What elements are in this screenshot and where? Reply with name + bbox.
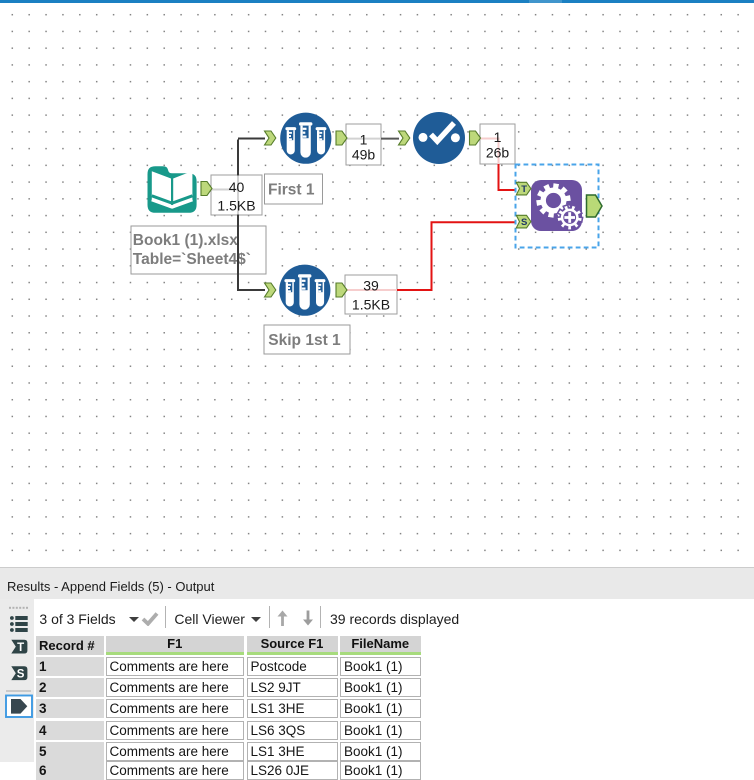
svg-text:Book1 (1).xlsx: Book1 (1).xlsx xyxy=(133,232,238,249)
svg-text:S: S xyxy=(521,217,527,228)
svg-text:First 1: First 1 xyxy=(268,182,315,199)
svg-text:T: T xyxy=(521,184,527,195)
svg-text:1: 1 xyxy=(494,129,502,145)
svg-text:Skip 1st 1: Skip 1st 1 xyxy=(268,332,341,349)
svg-text:26b: 26b xyxy=(486,145,510,161)
svg-text:T: T xyxy=(17,642,24,654)
svg-text:1.5KB: 1.5KB xyxy=(217,198,255,214)
svg-text:40: 40 xyxy=(229,179,245,195)
svg-text:49b: 49b xyxy=(352,147,376,163)
svg-text:39: 39 xyxy=(363,278,379,294)
svg-text:1: 1 xyxy=(360,132,368,148)
svg-text:S: S xyxy=(17,668,25,680)
svg-text:1.5KB: 1.5KB xyxy=(352,297,390,313)
svg-text:Table=`Sheet4$`: Table=`Sheet4$` xyxy=(133,251,251,268)
